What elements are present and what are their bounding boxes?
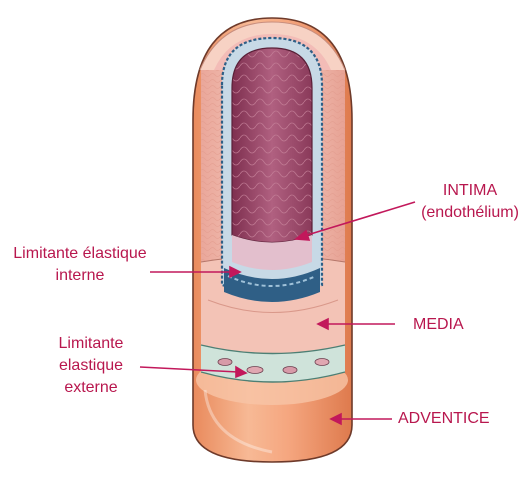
arrow-adventice [331,414,392,424]
label-adventice: ADVENTICE [398,408,490,430]
label-intima-line2: (endothélium) [418,202,522,224]
label-lee-line3: externe [46,377,136,399]
intima-layer [222,38,322,302]
label-limitante-elastique-interne: Limitante élastique interne [4,243,156,287]
label-lee-line1: Limitante [46,333,136,355]
label-lei-line2: interne [4,265,156,287]
label-limitante-elastique-externe: Limitante elastique externe [46,333,136,399]
label-lee-line2: elastique [46,355,136,377]
label-intima-line1: INTIMA [418,180,522,202]
label-intima: INTIMA (endothélium) [418,180,522,224]
label-lei-line1: Limitante élastique [4,243,156,265]
label-media: MEDIA [413,314,464,336]
